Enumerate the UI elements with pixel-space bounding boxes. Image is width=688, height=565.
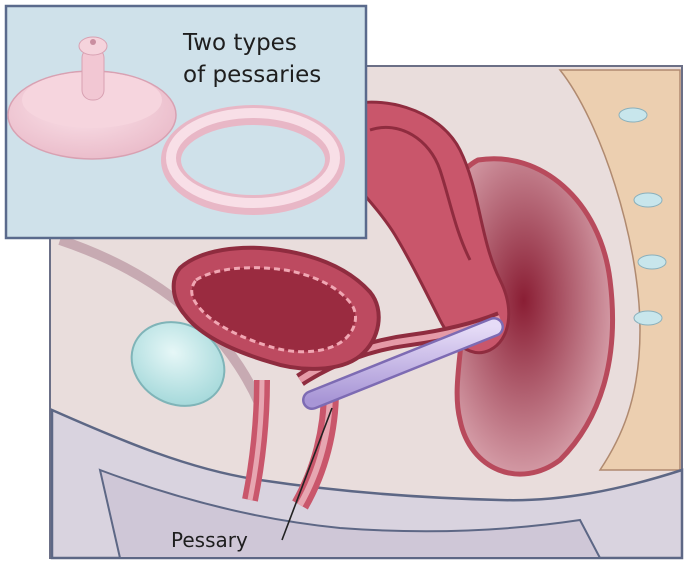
- inset-title-line2: of pessaries: [183, 62, 321, 88]
- pessary-types-inset: Two types of pessaries: [6, 6, 366, 238]
- inset-title-line1: Two types: [182, 30, 297, 56]
- pessary-label: Pessary: [171, 528, 248, 552]
